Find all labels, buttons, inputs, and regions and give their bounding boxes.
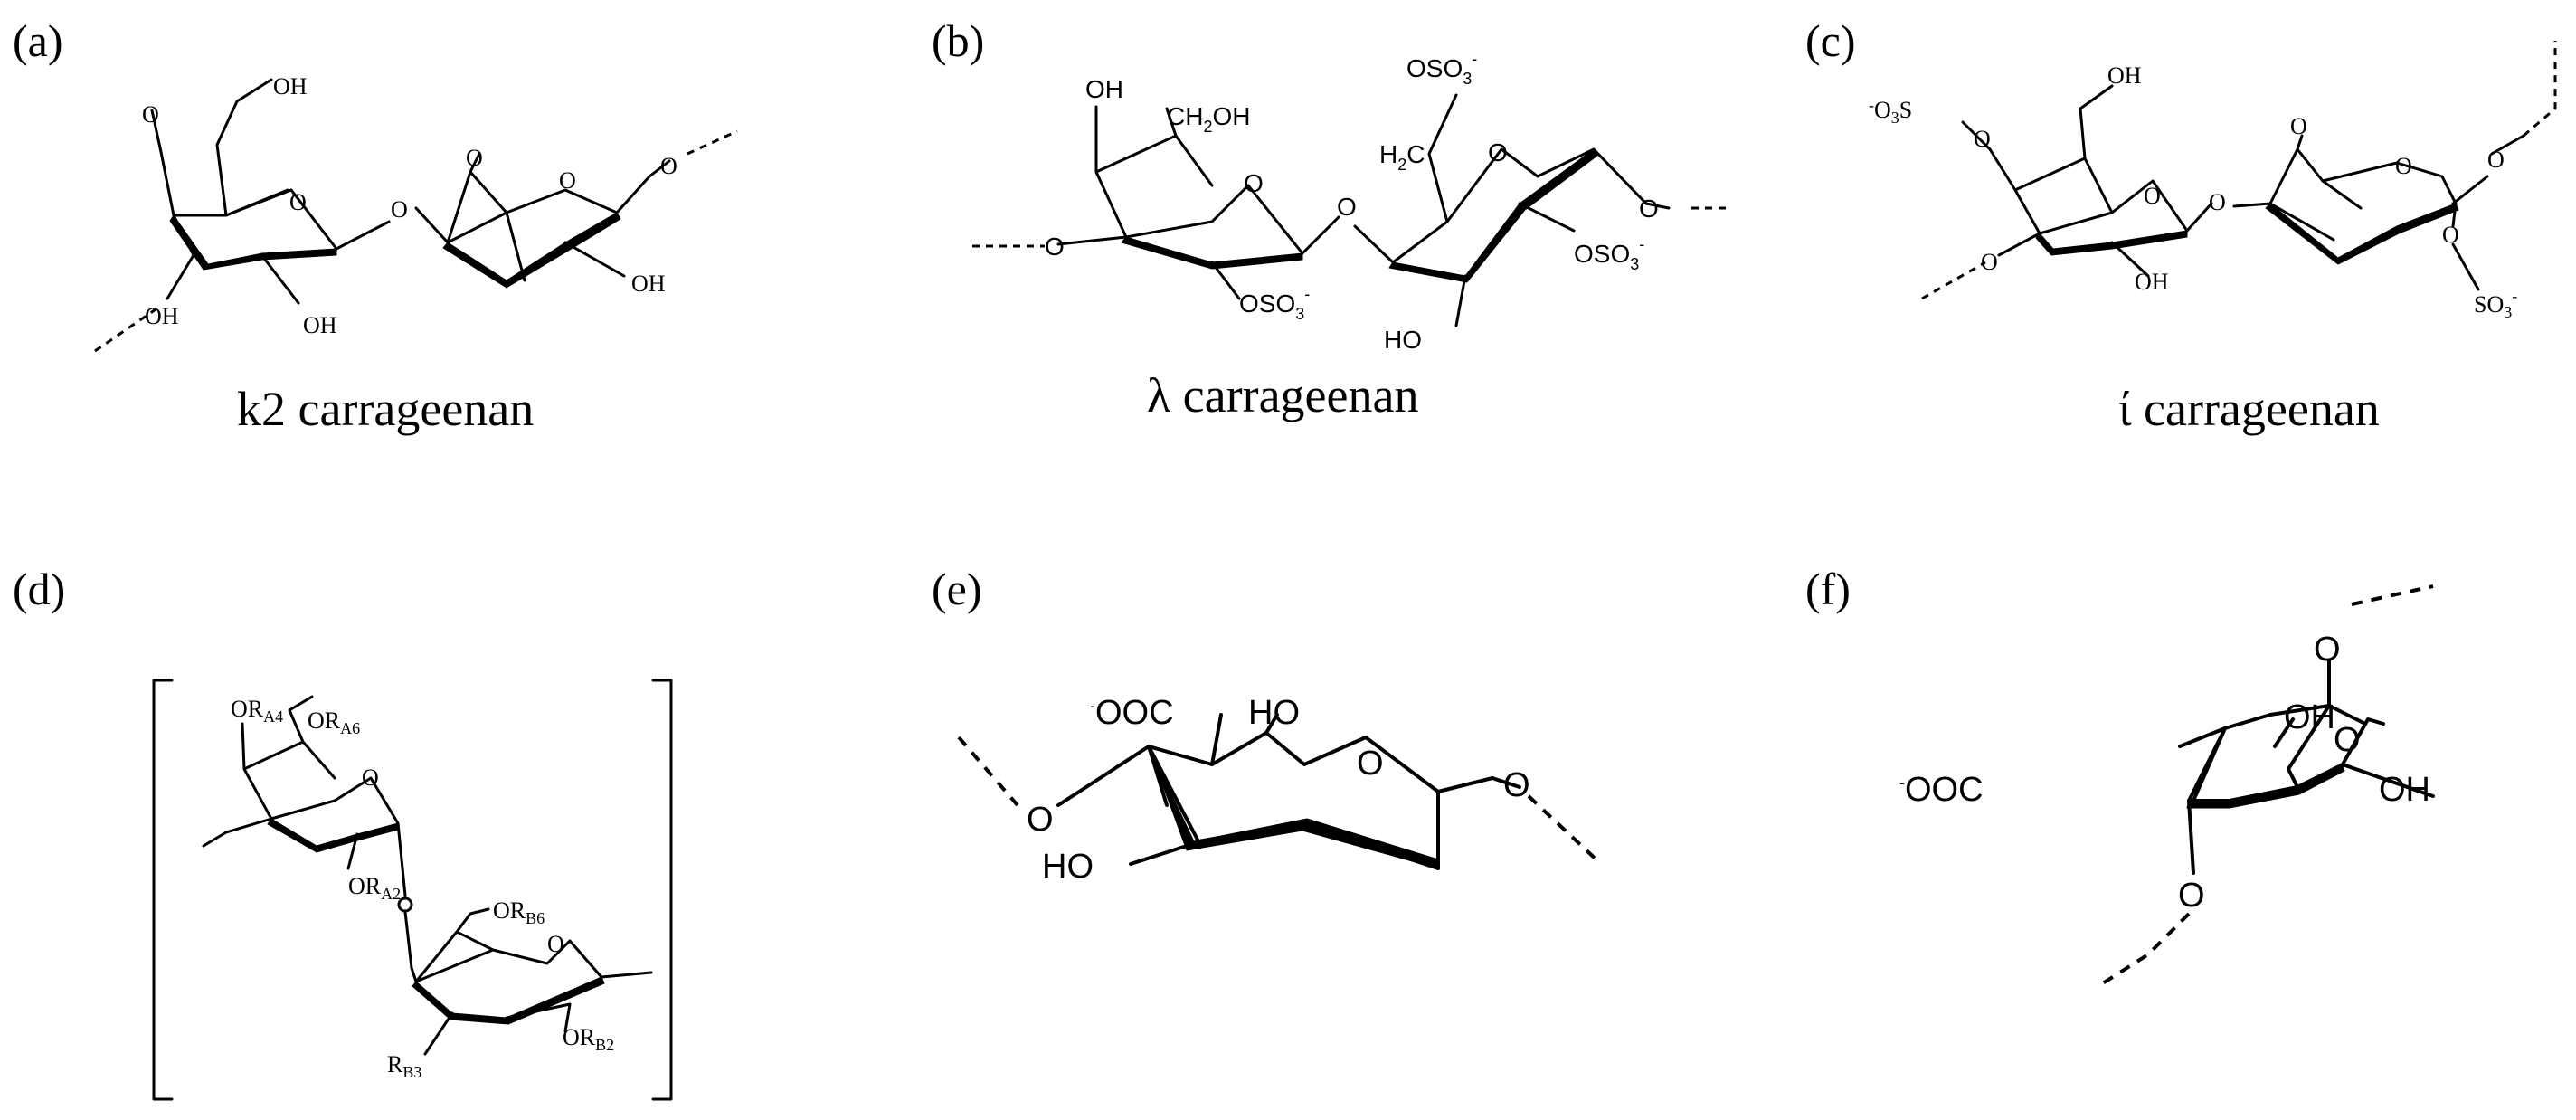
panel-b-caption: λ carrageenan — [1147, 368, 1418, 422]
panel-b: (b) OH CH2OH O O OSO3- O OSO3- H2C O O O… — [932, 15, 1732, 422]
atom-orb6: ORB6 — [493, 897, 545, 927]
panel-a-caption: k2 carrageenan — [237, 382, 534, 436]
atom-o-ring2: O — [547, 931, 564, 957]
atom-o-bridge: O — [466, 145, 483, 171]
atom-o-ring: O — [1357, 745, 1384, 783]
atom-oh-top: OH — [2284, 698, 2335, 736]
atom-ho-bottom: HO — [1384, 326, 1422, 354]
atom-oso3-1: OSO3- — [1239, 285, 1310, 323]
atom-o-a: O — [1974, 126, 1991, 152]
atom-o-link-circle — [397, 897, 413, 913]
atom-orb2: ORB2 — [563, 1024, 614, 1054]
atom-ho-bottom: HO — [1042, 848, 1094, 886]
atom-oh-bottom: OH — [2135, 269, 2169, 295]
panel-e-label: (e) — [932, 564, 982, 614]
atom-ch2oh: CH2OH — [1167, 102, 1250, 136]
atom-oh-right: OH — [631, 271, 666, 297]
atom-o-link: O — [1337, 193, 1357, 221]
atom-o-right: O — [660, 153, 677, 179]
atom-o-sulf: O — [2442, 222, 2459, 248]
panel-c: (c) -O3S O OH O O OH O O O O O SO3- ί ca… — [1805, 15, 2557, 436]
atom-h2c: H2C — [1379, 140, 1425, 174]
atom-o-link: O — [391, 196, 408, 223]
atom-o-bridge: O — [2290, 113, 2307, 139]
atom-o-bottom: O — [2178, 877, 2205, 915]
atom-o-left: O — [1045, 233, 1065, 261]
atom-o-ring1: O — [362, 764, 379, 791]
atom-o-ring1: O — [289, 189, 307, 215]
atom-coo: -OOC — [1899, 771, 1984, 809]
panel-e: (e) -OOC HO O O O HO — [932, 564, 1603, 886]
atom-oso3-top: OSO3- — [1406, 50, 1477, 88]
atom-o-left: O — [1981, 249, 1998, 275]
atom-ora4: ORA4 — [231, 696, 283, 726]
panel-f-label: (f) — [1805, 564, 1851, 614]
atom-oh-right: OH — [2379, 771, 2430, 809]
atom-oh-left: OH — [145, 303, 179, 329]
atom-ora2: ORA2 — [348, 873, 401, 903]
atom-coo: -OOC — [1090, 694, 1174, 732]
atom-oh-bottom: OH — [303, 312, 337, 338]
atom-o-ring2: O — [1488, 138, 1508, 166]
atom-o-ring1: O — [2144, 183, 2161, 209]
atom-o-top: O — [142, 101, 159, 128]
atom-o3s: -O3S — [1869, 96, 1912, 127]
bracket-left — [152, 679, 174, 1101]
atom-o-top: O — [2314, 631, 2341, 669]
panel-c-caption: ί carrageenan — [2118, 382, 2380, 436]
panel-c-label: (c) — [1805, 15, 1856, 66]
atom-oh-top: OH — [1085, 75, 1123, 103]
atom-o-right: O — [2487, 147, 2505, 173]
bracket-right — [651, 679, 673, 1101]
atom-oso3-2: OSO3- — [1574, 235, 1644, 273]
panel-d-label: (d) — [13, 564, 65, 614]
atom-o-ring2: O — [559, 167, 576, 194]
panel-a: (a) O OH O OH OH O O O O OH k2 carrageen… — [13, 15, 738, 436]
atom-ora6: ORA6 — [308, 707, 360, 737]
atom-o-ring: O — [2334, 721, 2361, 759]
atom-oh-top: OH — [273, 73, 308, 100]
panel-b-label: (b) — [932, 15, 984, 66]
panel-f: (f) O OH O OH -OOC O — [1805, 564, 2435, 988]
atom-o-right: O — [1639, 195, 1659, 223]
panel-a-label: (a) — [13, 15, 63, 66]
atom-o-left: O — [1027, 801, 1054, 839]
atom-o-ring1: O — [1244, 169, 1264, 197]
atom-o-right: O — [1503, 766, 1530, 804]
atom-oh-top: OH — [2107, 62, 2142, 89]
atom-so3: SO3- — [2474, 287, 2517, 321]
atom-o-link: O — [2209, 189, 2226, 215]
atom-ho-top: HO — [1248, 694, 1300, 732]
atom-rb3: RB3 — [387, 1051, 421, 1081]
atom-o-ring2: O — [2395, 153, 2412, 179]
panel-d: (d) ORA4 ORA6 O ORA2 ORB6 O RB3 ORB2 — [13, 564, 673, 1101]
